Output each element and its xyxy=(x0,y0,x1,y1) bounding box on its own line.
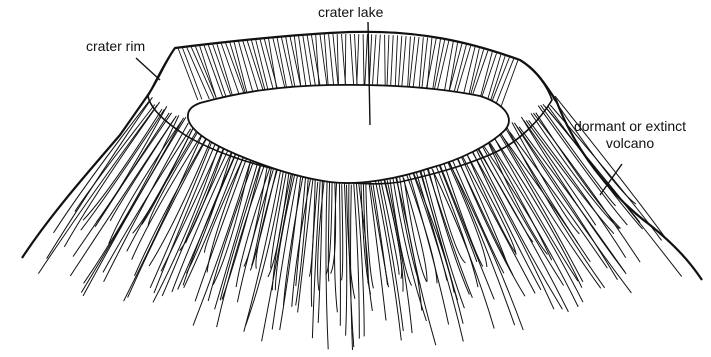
rim-hatch-stroke xyxy=(463,47,475,98)
rim-hatch-stroke xyxy=(363,34,364,86)
rim-hatch-stroke xyxy=(489,56,505,105)
slope-hatch-stroke xyxy=(399,174,436,345)
rim-hatch-stroke xyxy=(345,34,346,86)
rim-hatch-stroke xyxy=(501,60,519,108)
rim-hatch-stroke xyxy=(251,39,265,91)
label-crater-rim: crater rim xyxy=(86,38,145,55)
slope-hatch-stroke xyxy=(356,181,364,337)
rim-hatch-stroke xyxy=(449,42,458,94)
label-crater-lake: crater lake xyxy=(318,4,383,21)
rim-hatch-stroke xyxy=(387,35,389,87)
rim-hatch-stroke xyxy=(456,46,471,97)
rim-hatch-stroke xyxy=(377,35,380,87)
rim-hatch-stroke xyxy=(372,35,376,87)
leader-line-crater-rim xyxy=(136,58,160,80)
slope-hatch-stroke xyxy=(215,162,258,309)
slope-hatch-stroke xyxy=(172,152,232,292)
rim-hatch-stroke xyxy=(385,35,386,87)
slope-hatch-stroke xyxy=(342,184,343,280)
slope-hatch-stroke xyxy=(292,178,311,306)
slope-hatch-stroke xyxy=(64,102,159,247)
slope-hatch-stroke xyxy=(411,168,463,342)
crater-lake xyxy=(188,85,509,183)
label-dormant-or-extinct-volcano: dormant or extinct volcano xyxy=(566,118,694,152)
rim-hatch-stroke xyxy=(303,35,311,87)
rim-hatch-stroke xyxy=(402,36,406,88)
rim-hatch-stroke xyxy=(444,41,453,93)
rim-hatch-stroke xyxy=(212,44,230,96)
rim-hatch-stroke xyxy=(391,35,394,87)
rim-hatch-stroke xyxy=(268,38,276,90)
rim-hatch-stroke xyxy=(398,36,401,88)
slope-hatch-stroke xyxy=(54,100,151,233)
slope-hatch-stroke xyxy=(296,178,309,305)
slope-hatch-stroke xyxy=(423,169,464,308)
rim-hatch-stroke xyxy=(307,35,316,87)
slope-hatch-stroke xyxy=(339,176,340,326)
rim-hatch-stroke xyxy=(225,42,244,94)
rim-hatch-stroke xyxy=(329,34,334,86)
slope-hatch-stroke xyxy=(498,131,583,282)
rim-hatch-stroke xyxy=(208,44,226,96)
rim-hatch-stroke xyxy=(230,42,246,94)
slope-hatch-stroke xyxy=(378,177,404,331)
rim-hatch-stroke xyxy=(395,35,397,87)
rim-hatch-stroke xyxy=(350,34,354,86)
rim-hatch-stroke xyxy=(357,34,359,86)
rim-hatch-stroke xyxy=(365,34,368,86)
slope-hatch-stroke xyxy=(430,166,494,329)
rim-hatch-stroke xyxy=(247,40,264,92)
